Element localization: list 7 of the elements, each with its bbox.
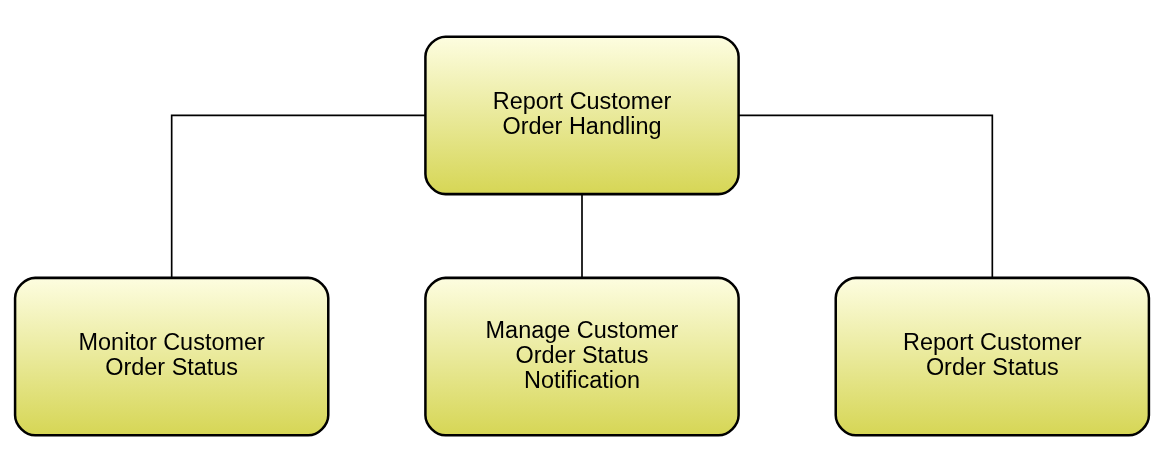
connector bbox=[738, 114, 994, 278]
node-box: Monitor Customer Order Status bbox=[13, 276, 330, 437]
connector bbox=[581, 193, 583, 278]
connector bbox=[170, 114, 426, 278]
node-box: Report Customer Order Status bbox=[834, 276, 1151, 437]
node-box: Manage Customer Order Status Notification bbox=[424, 276, 740, 437]
node-box: Report Customer Order Handling bbox=[424, 34, 740, 195]
